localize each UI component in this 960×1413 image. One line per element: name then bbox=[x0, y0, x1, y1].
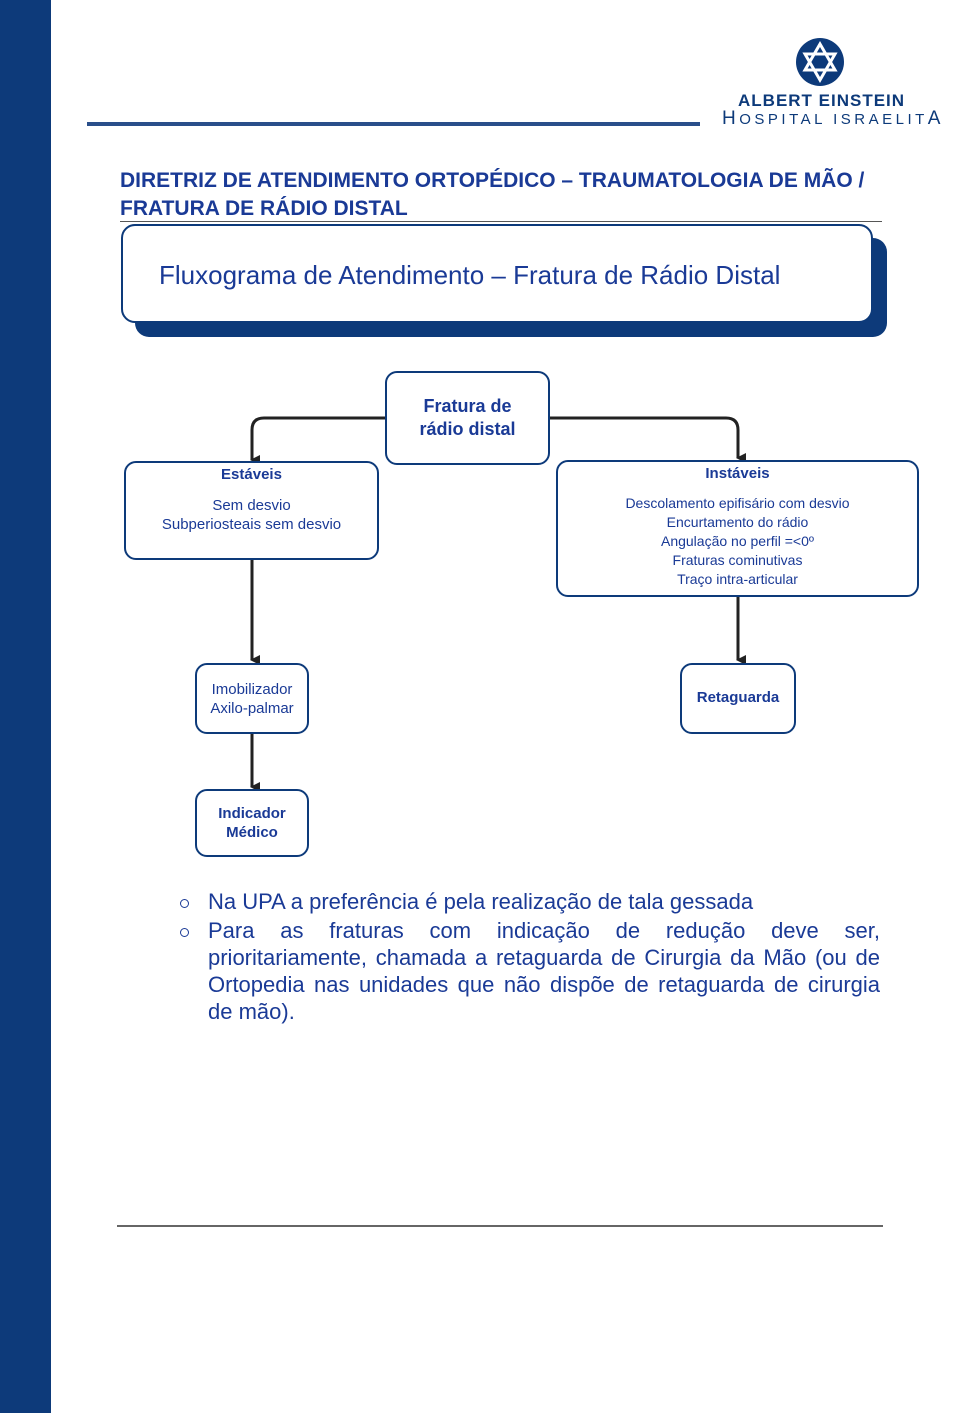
unstable-line: Traço intra-articular bbox=[677, 571, 798, 587]
immobilizer-line1: Imobilizador bbox=[211, 681, 293, 698]
footer-rule bbox=[117, 1225, 883, 1227]
immobilizer-node: Imobilizador Axilo-palmar bbox=[195, 663, 309, 734]
logo-name: ALBERT EINSTEIN bbox=[738, 91, 906, 110]
unstable-line: Fraturas cominutivas bbox=[672, 552, 803, 568]
logo-subtitle: HOSPITAL ISRAELITA bbox=[722, 108, 944, 129]
unstable-line: Encurtamento do rádio bbox=[666, 514, 809, 530]
unstable-line: Angulação no perfil =<0º bbox=[660, 533, 814, 549]
document-title: DIRETRIZ DE ATENDIMENTO ORTOPÉDICO – TRA… bbox=[120, 169, 865, 220]
unstable-line: Descolamento epifisário com desvio bbox=[625, 495, 850, 511]
note-item: Na UPA a preferência é pela realização d… bbox=[180, 888, 880, 915]
root-line1: Fratura de bbox=[423, 396, 512, 416]
indicator-line2: Médico bbox=[226, 824, 278, 841]
title-rule bbox=[120, 221, 882, 222]
header-rule bbox=[87, 122, 700, 126]
stable-line: Sem desvio bbox=[212, 497, 291, 514]
bullet-icon bbox=[180, 928, 189, 937]
flowchart-banner: Fluxograma de Atendimento – Fratura de R… bbox=[121, 224, 873, 323]
hospital-logo: ALBERT EINSTEIN HOSPITAL ISRAELITA bbox=[722, 36, 940, 131]
indicator-line1: Indicador bbox=[218, 805, 286, 822]
immobilizer-line2: Axilo-palmar bbox=[210, 700, 294, 717]
note-text: Na UPA a preferência é pela realização d… bbox=[208, 889, 754, 914]
backup-node: Retaguarda bbox=[680, 663, 796, 734]
banner-title: Fluxograma de Atendimento – Fratura de R… bbox=[159, 260, 781, 290]
indicator-node: Indicador Médico bbox=[195, 789, 309, 857]
notes-list: Na UPA a preferência é pela realização d… bbox=[180, 888, 880, 1025]
root-node-radius-fracture: Fratura de rádio distal bbox=[385, 371, 550, 465]
stable-heading: Estáveis bbox=[221, 466, 282, 483]
stable-line: Subperiosteais sem desvio bbox=[161, 516, 342, 533]
left-sidebar-bar bbox=[0, 0, 51, 1413]
note-text: Para as fraturas com indicação de reduçã… bbox=[208, 918, 880, 1024]
star-of-david-logo-icon bbox=[796, 38, 844, 86]
root-line2: rádio distal bbox=[419, 419, 516, 439]
note-item: Para as fraturas com indicação de reduçã… bbox=[180, 917, 880, 1025]
arrow-root-to-unstable bbox=[549, 416, 746, 463]
unstable-node: Instáveis Descolamento epifisário com de… bbox=[556, 460, 919, 597]
backup-label: Retaguarda bbox=[696, 689, 780, 706]
bullet-icon bbox=[180, 899, 189, 908]
stable-node: Estáveis Sem desvio Subperiosteais sem d… bbox=[124, 461, 379, 560]
arrow-root-to-stable bbox=[250, 416, 387, 465]
unstable-heading: Instáveis bbox=[705, 465, 770, 482]
